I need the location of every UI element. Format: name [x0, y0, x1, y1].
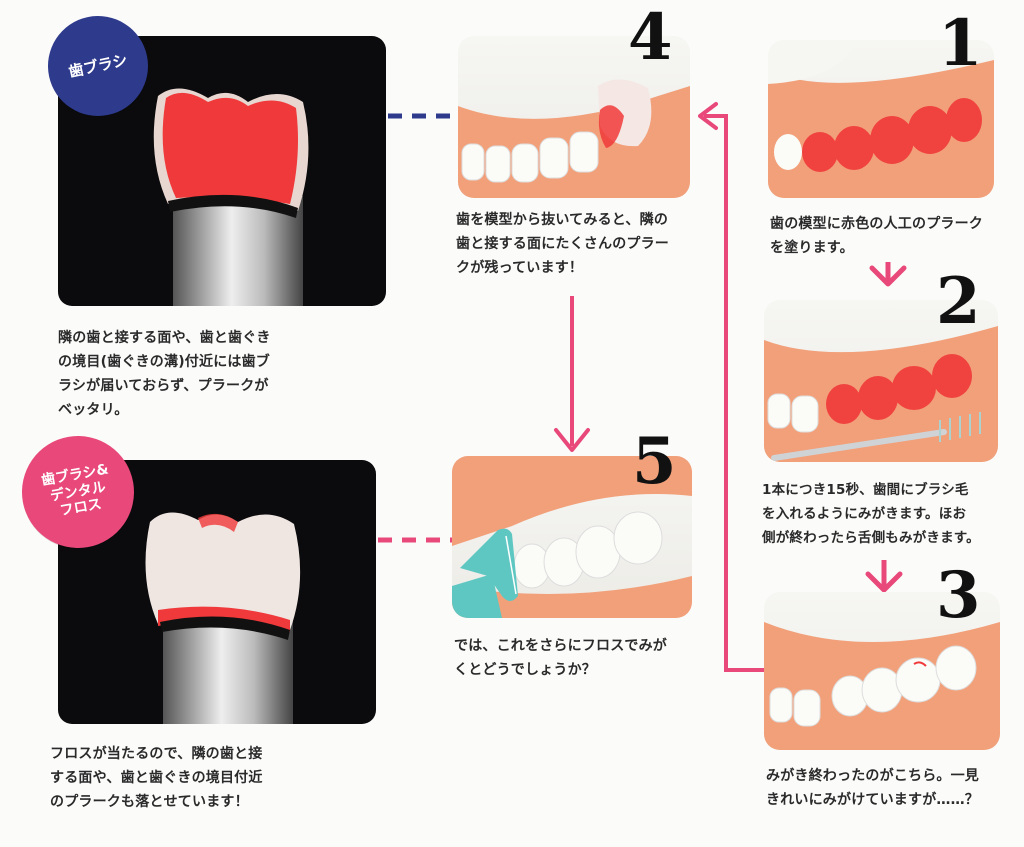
photo-step1	[768, 40, 994, 198]
caption-step4: 歯を模型から抜いてみると、隣の 歯と接する面にたくさんのプラー クが残っています…	[456, 212, 669, 276]
caption-step5: では、これをさらにフロスでみが くとどうでしょうか？	[454, 638, 667, 678]
photo-tooth-brush-floss	[58, 460, 376, 724]
caption-brush-floss: フロスが当たるので、隣の歯と接 する面や、歯と歯ぐきの境目付近 のプラークも落と…	[50, 746, 263, 810]
photo-step5	[452, 456, 692, 618]
photo-step3	[764, 592, 1000, 750]
step3-number: 3	[936, 558, 981, 633]
caption-step3: みがき終わったのがこちら。一見 きれいにみがけていますが……？	[766, 768, 979, 808]
step4-number: 4	[628, 0, 673, 75]
photo-tooth-brush-only	[58, 36, 386, 306]
step1-number: 1	[938, 6, 983, 81]
caption-brush-only: 隣の歯と接する面や、歯と歯ぐき の境目(歯ぐきの溝)付近には歯ブ ラシが届いてお…	[58, 330, 271, 418]
photo-step4	[458, 36, 690, 198]
step5-number: 5	[632, 424, 677, 499]
caption-step1: 歯の模型に赤色の人工のプラーク を塗ります。	[770, 216, 983, 256]
step2-number: 2	[936, 264, 981, 339]
photo-step2	[764, 300, 998, 462]
caption-step2: 1本につき15秒、歯間にブラシ毛 を入れるようにみがきます。ほお 側が終わったら…	[762, 482, 980, 546]
